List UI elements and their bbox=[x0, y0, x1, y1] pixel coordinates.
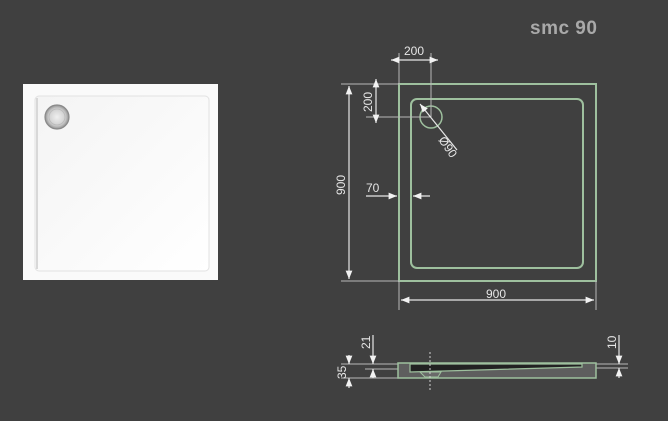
dim-depth: 900 bbox=[334, 175, 348, 195]
dim-drain-y: 200 bbox=[361, 92, 375, 112]
dim-total-height: 35 bbox=[335, 365, 349, 379]
dim-drain-diameter: Ø90 bbox=[436, 134, 461, 161]
product-photo bbox=[23, 84, 218, 280]
dim-rim-height: 10 bbox=[605, 335, 619, 349]
dim-width: 900 bbox=[486, 287, 506, 301]
plan-view bbox=[398, 83, 597, 282]
product-title: smc 90 bbox=[530, 18, 598, 39]
section-view bbox=[341, 352, 628, 390]
dim-inner-height: 21 bbox=[359, 335, 373, 349]
dim-drain-x: 200 bbox=[404, 44, 424, 58]
dim-rim: 70 bbox=[366, 181, 380, 195]
